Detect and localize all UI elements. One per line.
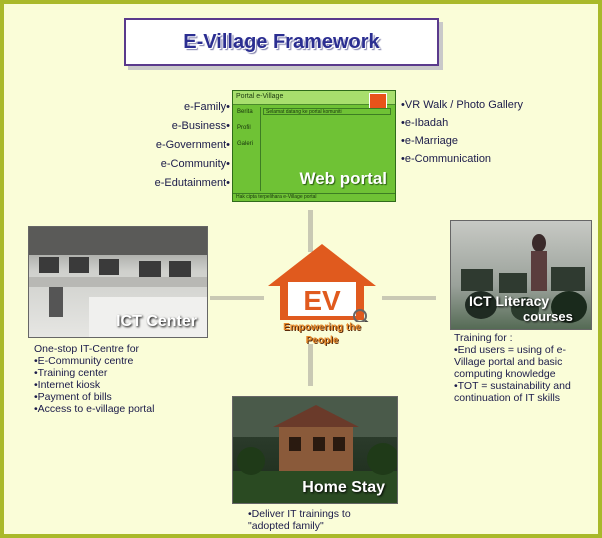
portal-left-item: e-Government•	[155, 139, 230, 151]
portal-left-item: e-Business•	[171, 120, 230, 132]
portal-sidebar-item: Berita	[237, 109, 253, 115]
connector-left	[210, 296, 264, 300]
home-stay-photo: Home Stay	[232, 396, 398, 504]
portal-right-item: •e-Marriage	[401, 135, 459, 147]
portal-left-list: e-Family• e-Business• e-Government• e-Co…	[124, 98, 230, 193]
home-stay-label: Home Stay	[302, 479, 385, 496]
connector-top	[308, 210, 313, 252]
home-stay-text: •Deliver IT trainings to "adopted family…	[248, 508, 418, 532]
portal-right-item: •e-Ibadah	[401, 117, 449, 129]
ict-literacy-text: Training for : •End users = using of e-V…	[454, 332, 596, 404]
portal-logo-icon	[369, 93, 387, 109]
ev-logo: EV Empowering the People	[262, 242, 382, 352]
portal-left-item: e-Edutainment•	[154, 177, 230, 189]
village-house-illustration	[233, 397, 397, 503]
portal-left-item: e-Community•	[160, 158, 230, 170]
portal-footer: Hak cipta terpelihara e-Village portal	[233, 193, 395, 201]
logo-tagline-2: People	[305, 335, 339, 346]
logo-text: EV	[303, 285, 341, 316]
web-portal-screen: Portal e-Village Berita Profil Galeri Se…	[232, 90, 396, 202]
ict-center-item: •E-Community centre	[34, 355, 134, 367]
portal-welcome-strip: Selamat datang ke portal komuniti	[263, 108, 391, 115]
web-portal-label: Web portal	[299, 169, 387, 188]
ict-literacy-photo: ICT Literacy courses	[450, 220, 592, 330]
ict-center-text: One-stop IT-Centre for •E-Community cent…	[34, 343, 224, 415]
ict-center-item: •Access to e-village portal	[34, 403, 155, 415]
title-box: E-Village Framework	[124, 18, 439, 66]
ict-literacy-item: •TOT = sustainability and continuation o…	[454, 380, 571, 404]
ict-literacy-label-1: ICT Literacy	[469, 293, 550, 309]
home-stay-line-1: •Deliver IT trainings to	[248, 508, 351, 520]
portal-left-item: e-Family•	[183, 101, 230, 113]
portal-sidebar: Berita Profil Galeri	[235, 107, 261, 191]
ict-literacy-heading: Training for :	[454, 332, 513, 344]
computer-lab-illustration	[29, 227, 207, 337]
logo-tagline-1: Empowering the	[283, 322, 361, 333]
training-class-illustration	[461, 234, 587, 323]
ict-center-photo: ICT Center	[28, 226, 208, 338]
house-logo-icon: EV	[268, 244, 377, 332]
ict-literacy-label-2: courses	[523, 309, 573, 324]
portal-sidebar-item: Profil	[237, 125, 251, 131]
ict-center-item: •Internet kiosk	[34, 379, 101, 391]
ict-center-item: •Training center	[34, 367, 108, 379]
home-stay-line-2: "adopted family"	[248, 520, 324, 532]
portal-right-item: •e-Communication	[401, 153, 492, 165]
title: E-Village Framework	[183, 30, 380, 53]
ict-literacy-item: •End users = using of e-Village portal a…	[454, 344, 566, 380]
portal-right-item: •VR Walk / Photo Gallery	[401, 99, 524, 111]
connector-right	[382, 296, 436, 300]
ict-center-item: •Payment of bills	[34, 391, 112, 403]
portal-sidebar-item: Galeri	[237, 141, 254, 147]
portal-title-bar: Portal e-Village	[233, 91, 395, 105]
connector-bottom	[308, 344, 313, 386]
portal-right-list: •VR Walk / Photo Gallery •e-Ibadah •e-Ma…	[401, 96, 591, 168]
ict-center-label: ICT Center	[116, 313, 197, 330]
ict-center-heading: One-stop IT-Centre for	[34, 343, 140, 355]
